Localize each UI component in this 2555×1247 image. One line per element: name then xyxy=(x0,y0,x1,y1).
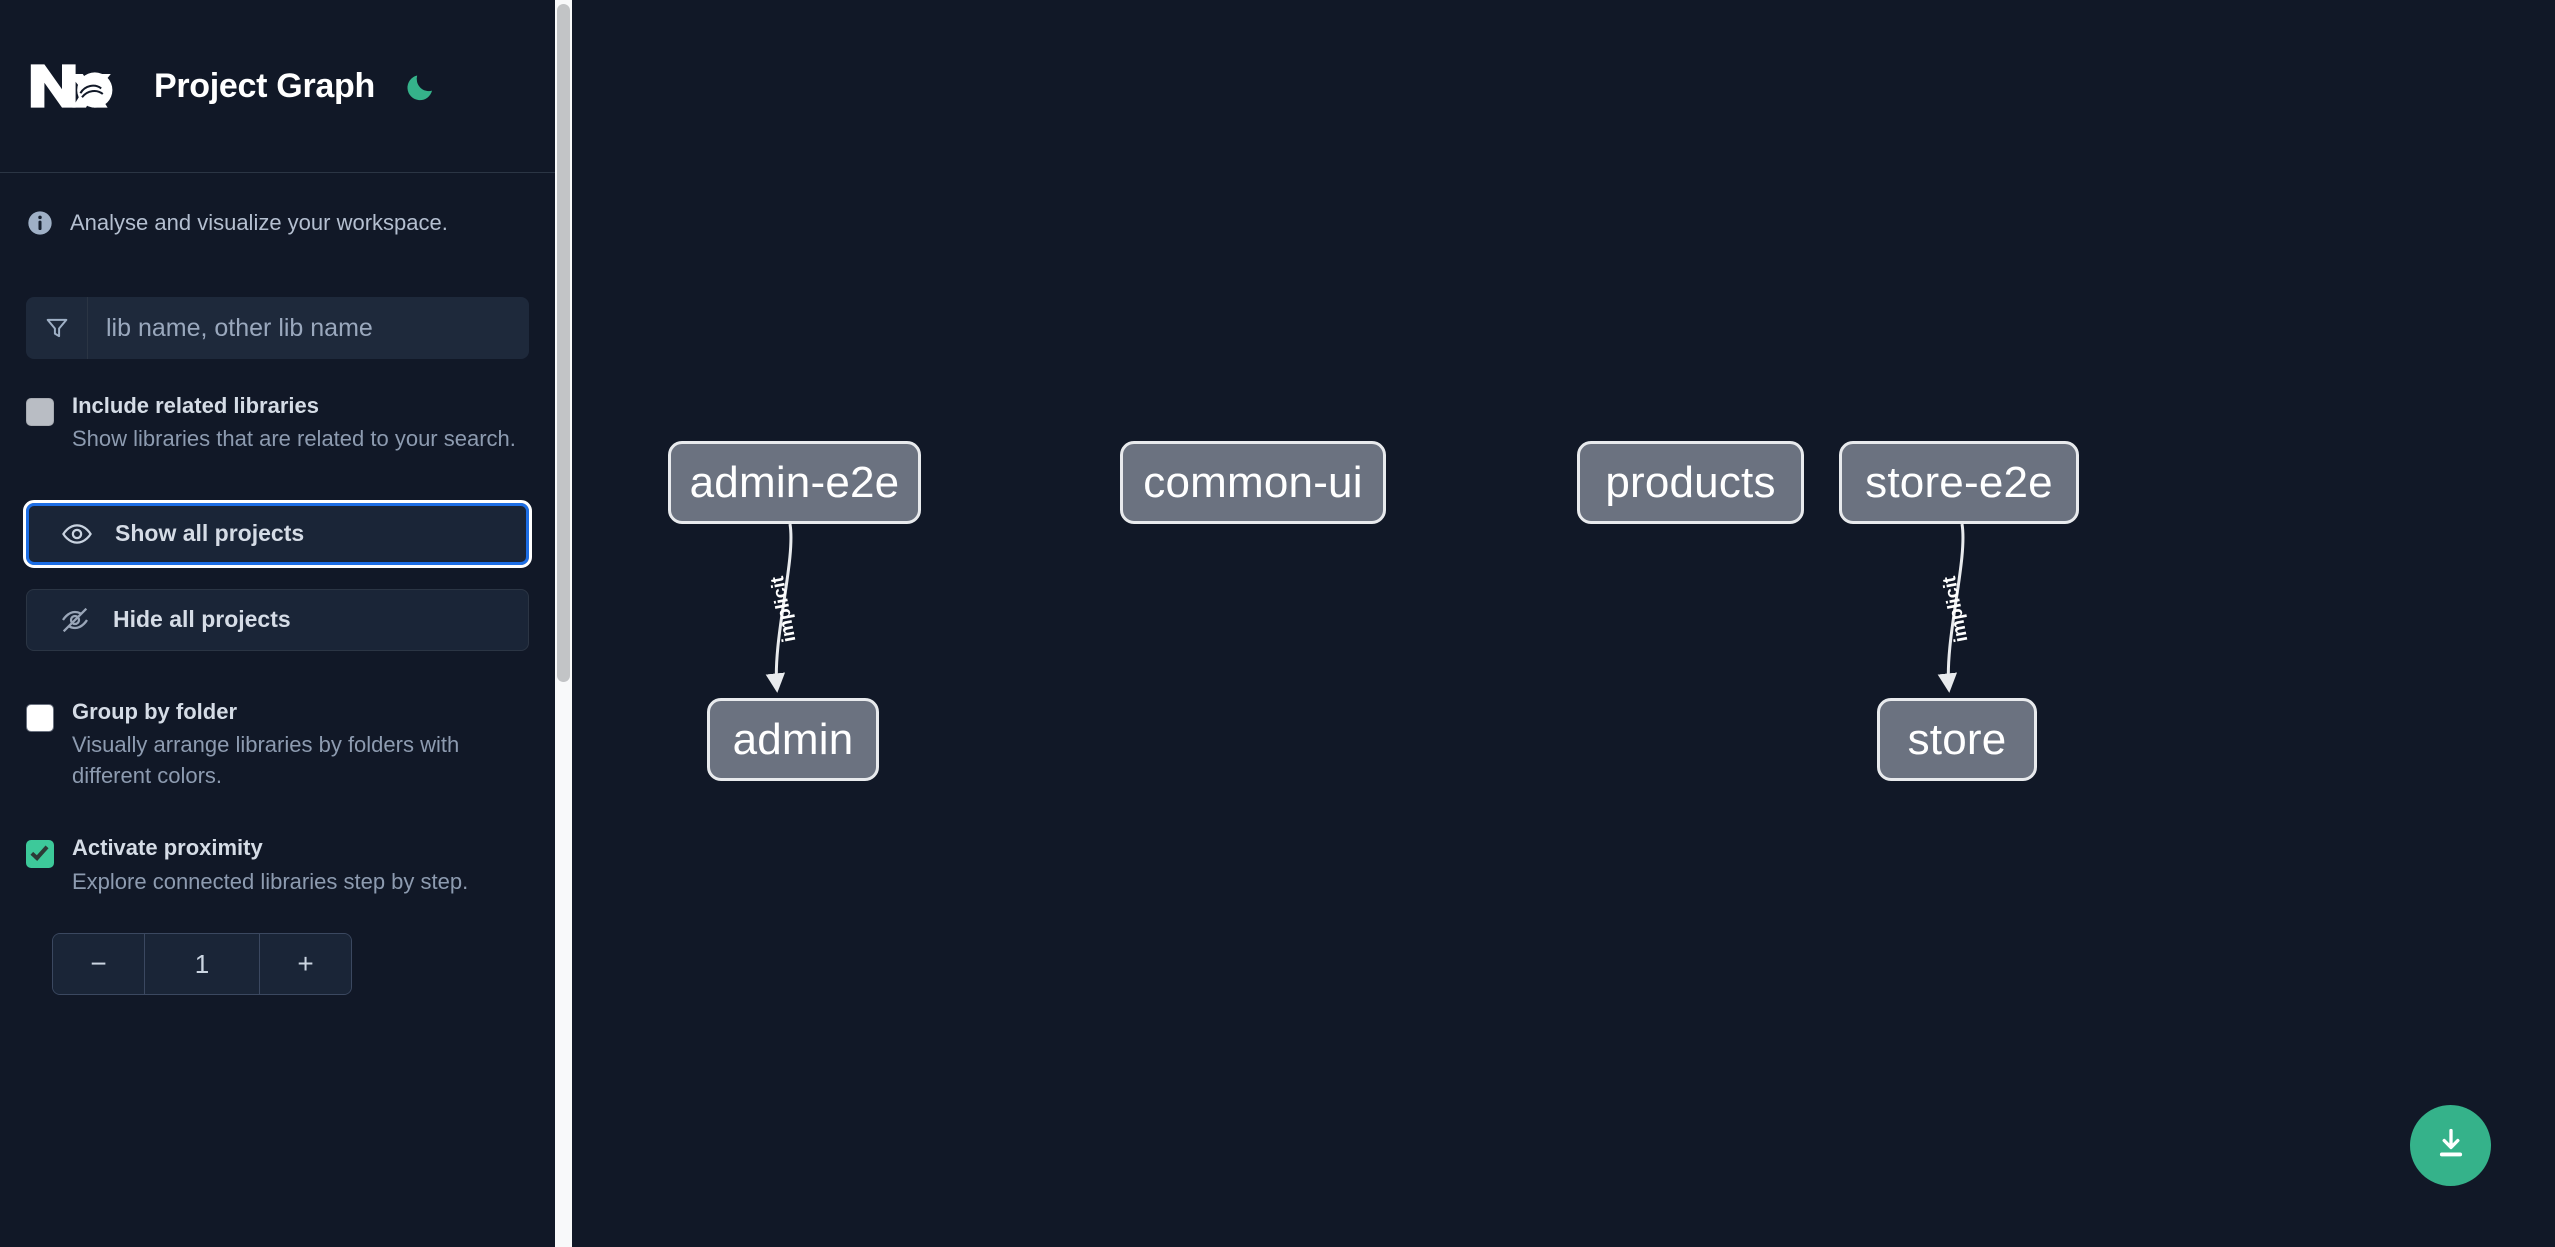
hide-all-projects-label: Hide all projects xyxy=(113,606,291,633)
moon-icon[interactable] xyxy=(403,69,437,103)
page-title: Project Graph xyxy=(154,66,375,105)
group-by-folder-checkbox[interactable] xyxy=(26,703,54,732)
eye-icon xyxy=(61,518,93,550)
option-texts: Include related libraries Show libraries… xyxy=(72,393,529,455)
sidebar-scrollbar[interactable] xyxy=(555,0,572,1247)
eye-off-icon xyxy=(59,604,91,636)
sidebar-body: Analyse and visualize your workspace. In… xyxy=(0,173,555,996)
checkmark-icon xyxy=(30,842,49,862)
download-icon xyxy=(2432,1125,2470,1166)
graph-node-products[interactable]: products xyxy=(1577,441,1804,524)
option-description: Visually arrange libraries by folders wi… xyxy=(72,732,460,789)
edge-label-implicit: implicit xyxy=(1939,574,1973,644)
graph-node-admin-e2e[interactable]: admin-e2e xyxy=(668,441,921,524)
visibility-buttons: Show all projects Hide all projects xyxy=(23,499,532,651)
option-description: Explore connected libraries step by step… xyxy=(72,868,469,894)
show-all-projects-label: Show all projects xyxy=(115,520,305,547)
edge-label-implicit: implicit xyxy=(767,574,801,644)
download-graph-button[interactable] xyxy=(2410,1105,2491,1186)
sidebar-header: Project Graph xyxy=(0,0,555,173)
graph-node-common-ui[interactable]: common-ui xyxy=(1120,441,1386,524)
option-group-by-folder[interactable]: Group by folder Visually arrange librari… xyxy=(26,699,529,792)
proximity-stepper[interactable]: − 1 + xyxy=(52,933,352,996)
option-label: Group by folder xyxy=(72,698,237,724)
graph-node-store[interactable]: store xyxy=(1877,698,2037,781)
option-label: Include related libraries xyxy=(72,393,319,418)
graph-edges xyxy=(765,523,1965,693)
include-related-libraries-checkbox[interactable] xyxy=(26,398,54,426)
search-box[interactable] xyxy=(26,297,529,359)
option-texts: Activate proximity Explore connected lib… xyxy=(72,835,529,897)
graph-node-admin[interactable]: admin xyxy=(707,698,879,781)
proximity-increment-button[interactable]: + xyxy=(259,934,351,995)
proximity-decrement-button[interactable]: − xyxy=(53,934,145,995)
activate-proximity-checkbox[interactable] xyxy=(26,840,54,869)
show-all-projects-button[interactable]: Show all projects xyxy=(23,499,532,568)
nx-logo-icon xyxy=(26,58,122,114)
hide-all-projects-button[interactable]: Hide all projects xyxy=(26,588,529,651)
info-icon xyxy=(26,209,54,237)
graph-canvas[interactable]: implicit implicit admin-e2e common-ui pr… xyxy=(572,0,2555,1247)
tagline: Analyse and visualize your workspace. xyxy=(26,173,529,239)
option-texts: Group by folder Visually arrange librari… xyxy=(72,699,529,792)
search-input[interactable] xyxy=(88,297,529,359)
option-activate-proximity[interactable]: Activate proximity Explore connected lib… xyxy=(26,835,529,897)
option-label: Activate proximity xyxy=(72,835,263,861)
sidebar-scrollbar-thumb[interactable] xyxy=(557,4,570,682)
option-include-related-libraries[interactable]: Include related libraries Show libraries… xyxy=(26,393,529,455)
sidebar-scroll-content: Project Graph Analy xyxy=(0,0,555,1247)
sidebar: Project Graph Analy xyxy=(0,0,572,1247)
tagline-text: Analyse and visualize your workspace. xyxy=(70,209,448,235)
filter-icon xyxy=(26,297,88,359)
graph-node-store-e2e[interactable]: store-e2e xyxy=(1839,441,2079,524)
option-description: Show libraries that are related to your … xyxy=(72,426,516,452)
proximity-value: 1 xyxy=(194,948,210,979)
